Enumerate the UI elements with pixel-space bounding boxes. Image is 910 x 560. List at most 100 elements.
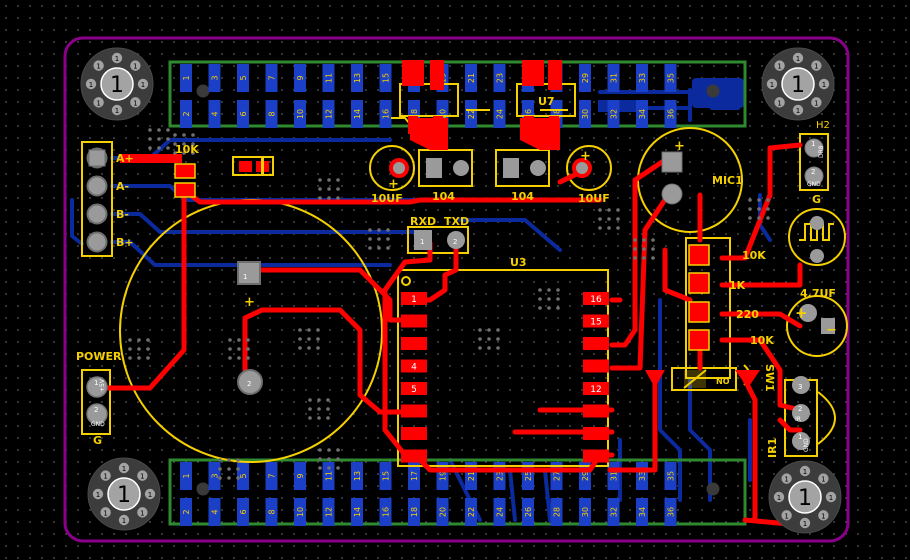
via xyxy=(547,306,551,310)
battery-pin-square xyxy=(88,149,106,167)
board-outline xyxy=(63,36,850,543)
header-pin xyxy=(208,462,221,490)
header-pin xyxy=(294,100,306,128)
via xyxy=(327,466,331,470)
mounting-hole-pad xyxy=(773,491,785,503)
mounting-hole-pad-label: 1 xyxy=(821,512,825,520)
header-pin-label: 26 xyxy=(524,507,533,517)
mounting-hole-pad xyxy=(144,488,156,500)
via xyxy=(308,407,312,411)
mounting-hole-pad-label: 1 xyxy=(96,491,100,499)
via xyxy=(237,338,241,342)
mounting-hole-pad-label: 1 xyxy=(796,107,800,115)
header-pin-label: 6 xyxy=(239,111,248,116)
header-pin-label: 13 xyxy=(353,73,362,83)
via xyxy=(146,356,150,360)
header-pin-label: 21 xyxy=(467,73,476,83)
via xyxy=(146,347,150,351)
header-pin xyxy=(493,100,506,128)
mounting-hole-label: 1 xyxy=(110,73,124,98)
txd-label: TXD xyxy=(444,215,469,228)
header-pin-label: 23 xyxy=(496,73,505,83)
header-pin xyxy=(237,498,249,526)
mounting-hole-pad-label: 1 xyxy=(115,55,119,63)
header-pin-label: 30 xyxy=(581,109,590,119)
via xyxy=(236,476,240,480)
ir1-dome xyxy=(817,391,836,445)
mounting-hole-pad xyxy=(811,60,822,71)
header-pin-label: 19 xyxy=(439,471,448,481)
via xyxy=(496,337,500,341)
uart-connector-outline xyxy=(407,226,469,254)
mounting-hole-pad-label: 1 xyxy=(821,476,825,484)
header-pin xyxy=(379,498,392,526)
via xyxy=(307,328,311,332)
header-bottom-outline xyxy=(168,458,747,526)
via xyxy=(137,338,141,342)
via xyxy=(327,187,331,191)
via xyxy=(487,328,491,332)
mounting-hole-pad xyxy=(137,507,148,518)
header-pin xyxy=(664,64,677,92)
mounting-hole-pad-label: 1 xyxy=(796,55,800,63)
via xyxy=(377,237,381,241)
via xyxy=(368,237,372,241)
via xyxy=(547,297,551,301)
header-pin-label: 10 xyxy=(296,507,305,517)
mounting-hole-pad xyxy=(93,97,104,108)
header-pin xyxy=(636,498,648,526)
sw1-no-label: NO xyxy=(716,377,730,386)
h2-pin1-label: 1 xyxy=(811,140,815,148)
via xyxy=(496,328,500,332)
resistor-10k-pad xyxy=(174,182,196,198)
header-pin-label: 20 xyxy=(439,507,448,517)
via xyxy=(487,346,491,350)
header-pin-label: 5 xyxy=(239,473,248,478)
header-top-outline xyxy=(168,60,747,128)
header-pin xyxy=(379,462,392,490)
sw1-label: SW1 xyxy=(763,364,776,392)
header-bottom-key-hole xyxy=(706,482,720,496)
via xyxy=(218,458,222,462)
h2-pin1-net: DR8 xyxy=(818,145,825,158)
u3-pad xyxy=(401,404,427,418)
header-pin xyxy=(265,462,278,490)
resistor-220-label: 220 xyxy=(736,308,759,321)
mounting-hole-pad-label: 1 xyxy=(140,473,144,481)
via xyxy=(478,346,482,350)
via xyxy=(237,356,241,360)
mounting-hole-pad-label: 1 xyxy=(103,509,107,517)
led-cathode-mark xyxy=(261,157,264,175)
header-pin-label: 23 xyxy=(496,471,505,481)
cap104-right-pad xyxy=(530,160,546,176)
via xyxy=(327,448,331,452)
cap-right-plus: + xyxy=(580,149,591,164)
via xyxy=(157,137,161,141)
ir1-pin2-net: IR xyxy=(795,416,801,423)
header-pin-label: 24 xyxy=(496,109,505,119)
header-pin-label: 4 xyxy=(211,509,220,514)
header-pin xyxy=(294,64,306,92)
mounting-hole-pad xyxy=(118,514,130,526)
mounting-hole-pad-label: 1 xyxy=(122,465,126,473)
via xyxy=(307,346,311,350)
via xyxy=(191,151,195,155)
header-pin-label: 24 xyxy=(496,507,505,517)
power-pin1-label: 1 xyxy=(94,379,98,387)
ir1-pin1-label: 1 xyxy=(798,433,802,441)
mounting-hole-pad xyxy=(825,491,837,503)
header-pin-label: 9 xyxy=(296,75,305,80)
cap104-left-pad xyxy=(453,160,469,176)
header-pin-label: 14 xyxy=(353,109,362,119)
sensor-g-symbol xyxy=(799,223,834,241)
cap-4.7uf-label: 4.7UF xyxy=(800,287,836,300)
resistor-pad xyxy=(688,272,710,294)
via xyxy=(308,398,312,402)
via xyxy=(237,347,241,351)
mounting-hole-pad-label: 1 xyxy=(148,491,152,499)
via xyxy=(298,337,302,341)
via xyxy=(538,288,542,292)
header-pin-label: 2 xyxy=(182,111,191,116)
uart-pin1-label: 1 xyxy=(420,238,424,246)
